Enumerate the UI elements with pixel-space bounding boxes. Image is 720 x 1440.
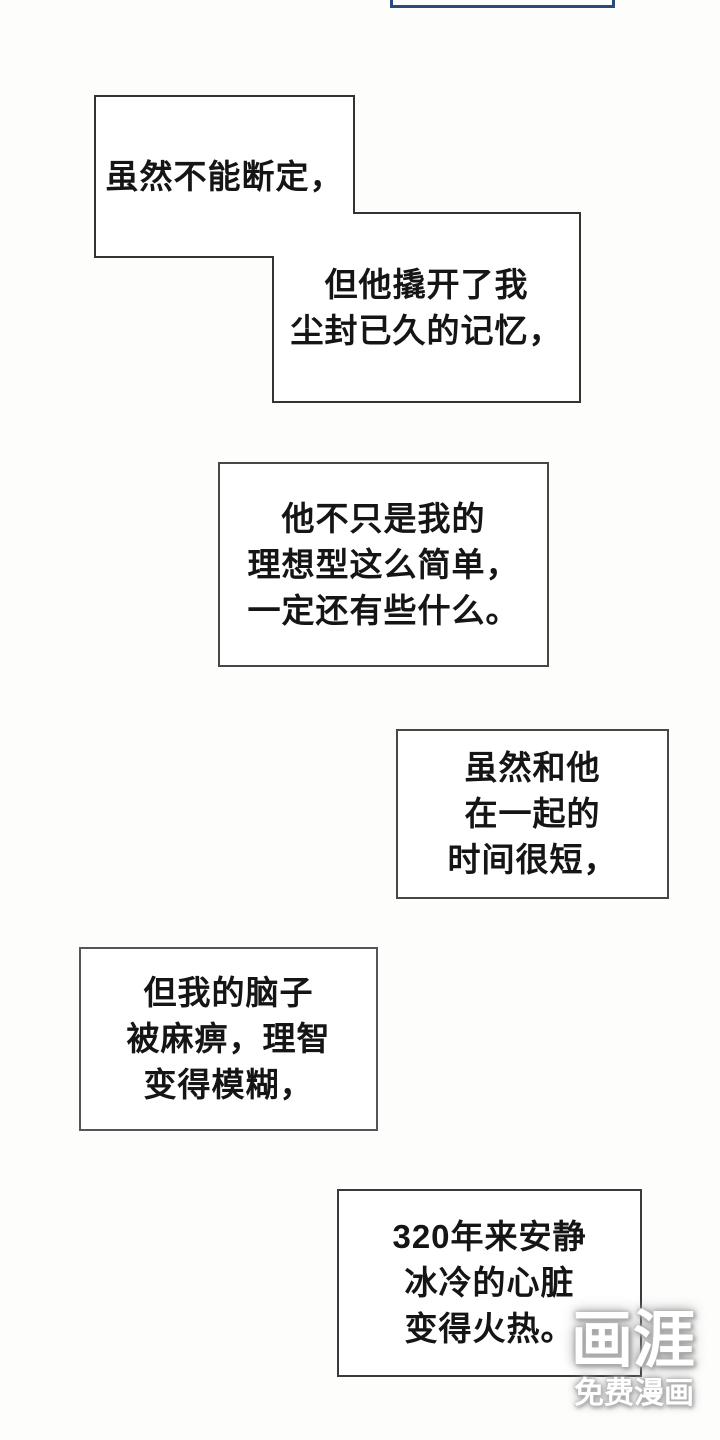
- narration-box-3: 他不只是我的 理想型这么简单， 一定还有些什么。: [218, 462, 549, 667]
- narration-line: 理想型这么简单，: [247, 545, 520, 583]
- narration-line: 时间很短，: [447, 841, 618, 878]
- narration-line: 320年来安静: [392, 1218, 587, 1255]
- narration-line: 变得火热。: [404, 1310, 575, 1347]
- narration-line: 变得模糊，: [143, 1066, 314, 1103]
- huaya-watermark-logo: 画涯: [571, 1306, 696, 1375]
- narration-line: 冰冷的心脏: [404, 1264, 575, 1301]
- narration-line: 虽然不能断定，: [105, 157, 344, 195]
- narration-line: 虽然和他: [464, 749, 601, 786]
- narration-line: 他不只是我的: [281, 499, 486, 537]
- narration-box-5: 但我的脑子 被麻痹，理智 变得模糊，: [79, 947, 378, 1131]
- narration-line: 一定还有些什么。: [247, 591, 520, 629]
- narration-box-6: 320年来安静 冰冷的心脏 变得火热。: [337, 1189, 642, 1377]
- huaya-watermark-tagline: 免费漫画: [574, 1377, 694, 1410]
- narration-line: 但他撬开了我: [324, 265, 529, 303]
- narration-line: 被麻痹，理智: [126, 1020, 331, 1057]
- previous-panel-edge: [390, 0, 615, 8]
- narration-line: 在一起的: [464, 795, 601, 832]
- narration-line: 但我的脑子: [143, 974, 314, 1011]
- narration-line: 尘封已久的记忆，: [290, 311, 563, 349]
- narration-box-4: 虽然和他 在一起的 时间很短，: [396, 729, 669, 899]
- narration-box-1: 虽然不能断定，: [96, 97, 353, 256]
